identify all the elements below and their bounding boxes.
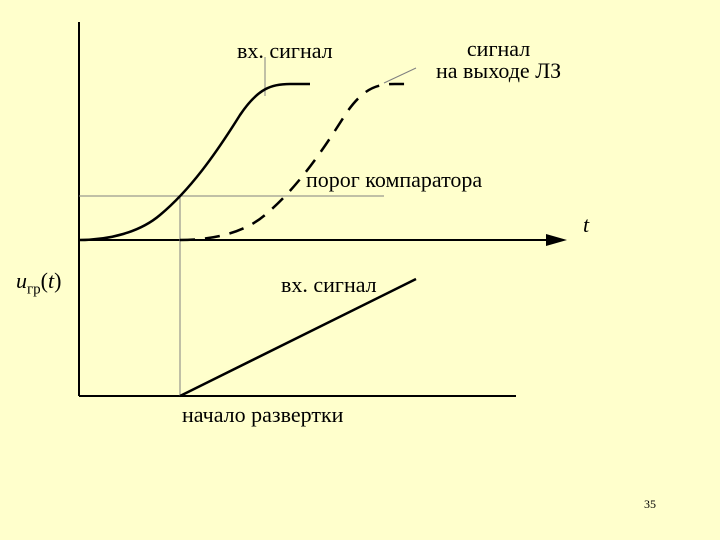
output-signal-label-line1: сигнал <box>466 36 531 61</box>
output-signal-label: сигнал на выходе ЛЗ <box>436 38 561 82</box>
sweep-voltage-var: u <box>16 268 27 293</box>
input-signal-top-label: вх. сигнал <box>237 38 333 63</box>
sweep-voltage-arg: t <box>47 268 55 293</box>
sweep-voltage-label: uгр(t) <box>16 268 62 298</box>
input-signal-bottom-label: вх. сигнал <box>281 272 377 297</box>
sweep-start-label: начало развертки <box>182 402 344 427</box>
output-signal-label-line2: на выходе ЛЗ <box>436 58 562 83</box>
input-signal-curve <box>78 82 310 242</box>
sweep-voltage-sub: гр <box>27 281 41 298</box>
time-axis-label: t <box>583 212 590 237</box>
output-signal-curve <box>179 82 410 242</box>
comparator-threshold-label: порог компаратора <box>306 167 483 192</box>
time-axis-arrow <box>546 234 567 246</box>
output-signal-leader <box>383 67 417 84</box>
page-number: 35 <box>644 497 656 511</box>
sweep-ramp-line <box>179 277 417 398</box>
